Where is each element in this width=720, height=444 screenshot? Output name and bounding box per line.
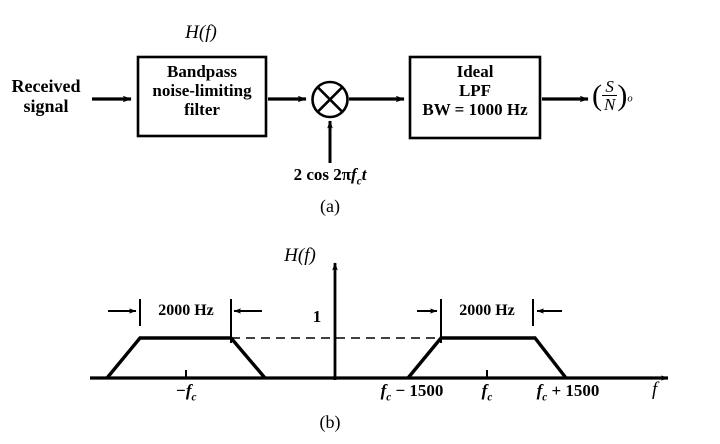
- bandwidth-label-right: 2000 Hz: [459, 302, 515, 319]
- unity-tick-label: 1: [312, 307, 322, 326]
- neg-fc-text: −f: [175, 381, 192, 400]
- ideal-lpf-line2: LPF: [458, 81, 492, 101]
- snr-subscript: o: [627, 93, 633, 105]
- x-tick-label-fc: fc: [482, 381, 493, 404]
- left-paren: (: [592, 78, 602, 112]
- caption-a: (a): [320, 196, 340, 216]
- x-tick-label-fc-plus-1500: fc + 1500: [537, 381, 600, 404]
- bandpass-filter-line1: Bandpass: [167, 62, 237, 81]
- right-paren: ): [617, 78, 628, 112]
- bandwidth-label-left: 2000 Hz: [158, 302, 214, 319]
- lo-prefix: 2 cos 2π: [293, 165, 352, 184]
- fc-plus-sub: c: [542, 391, 548, 404]
- fc-sub: c: [487, 391, 493, 404]
- neg-fc-sub: c: [191, 391, 197, 404]
- bandpass-filter-line2: noise-limiting: [152, 81, 252, 101]
- x-tick-label-fc-minus-1500: fc − 1500: [381, 381, 444, 404]
- filter-transfer-function-label: H(f): [185, 22, 217, 43]
- bandwidth-dimension-right: [417, 299, 562, 343]
- fc-plus-text: f: [536, 381, 543, 400]
- lo-variable: f: [351, 165, 357, 184]
- snr-denominator: N: [604, 95, 616, 114]
- ideal-lpf-box: [408, 55, 542, 140]
- multiplier-icon: [311, 80, 349, 119]
- frequency-axis-label: f: [652, 379, 658, 400]
- lo-subscript: c: [356, 175, 362, 188]
- fc-plus-suffix: + 1500: [547, 381, 600, 400]
- magnitude-axis-label: H(f): [284, 245, 316, 266]
- bandwidth-dimension-left: [108, 299, 262, 343]
- input-signal-label: Received signal: [11, 76, 81, 117]
- fc-minus-text: f: [380, 381, 387, 400]
- lo-suffix: t: [361, 165, 367, 184]
- spectrum-trapezoid-negative: [105, 336, 267, 380]
- ideal-lpf-label: Ideal LPF BW = 1000 Hz: [422, 62, 527, 119]
- ideal-lpf-line3: BW = 1000 Hz: [422, 100, 528, 120]
- fc-text: f: [481, 381, 488, 400]
- spectrum-trapezoid-positive: [406, 336, 568, 380]
- caption-b: (b): [319, 412, 341, 432]
- x-tick-label-neg-fc: −fc: [176, 381, 197, 404]
- ideal-lpf-line1: Ideal: [456, 62, 494, 81]
- snr-numerator: S: [602, 78, 618, 96]
- local-oscillator-label: 2 cos 2πfct: [294, 165, 367, 188]
- bandpass-filter-box: [136, 55, 268, 138]
- fc-minus-suffix: − 1500: [391, 381, 444, 400]
- bandpass-filter-line3: filter: [184, 100, 220, 120]
- fc-minus-sub: c: [386, 391, 392, 404]
- bandpass-filter-label: Bandpass noise-limiting filter: [152, 62, 251, 119]
